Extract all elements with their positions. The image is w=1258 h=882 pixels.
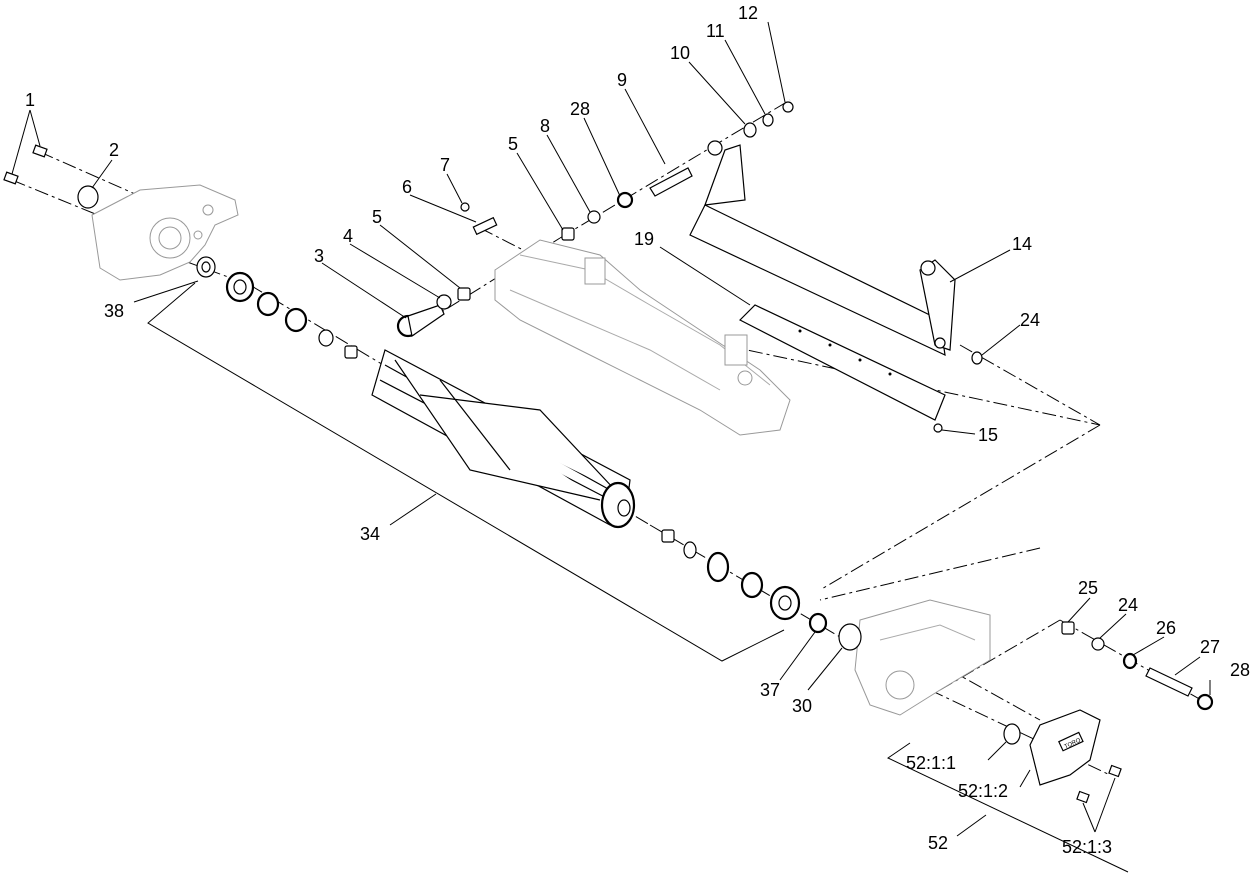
screw-7 — [460, 202, 470, 212]
callout-24b: 24 — [1118, 595, 1138, 615]
washer-10 — [743, 122, 757, 138]
callout-6: 6 — [402, 177, 412, 197]
nut-28a — [616, 191, 634, 209]
nut-28b — [1196, 693, 1214, 711]
callout-37: 37 — [760, 680, 780, 700]
bedknife-19 — [738, 304, 946, 421]
o-ring-52-1-1 — [1003, 723, 1021, 745]
washer-8 — [587, 210, 601, 224]
seal-37 — [808, 612, 828, 634]
reel-frame — [494, 239, 991, 716]
bushing-5b — [561, 227, 575, 241]
o-ring-2 — [77, 185, 99, 209]
bracket-52 — [886, 742, 1129, 873]
bedknife-bar-14 — [689, 140, 956, 357]
callout-12: 12 — [738, 3, 758, 23]
callout-3: 3 — [314, 246, 324, 266]
reel-34 — [371, 349, 636, 529]
callout-38: 38 — [104, 301, 124, 321]
callout-5b: 5 — [508, 134, 518, 154]
callout-4: 4 — [343, 226, 353, 246]
o-ring-30 — [838, 623, 862, 651]
callout-11: 11 — [706, 21, 725, 41]
washer-24a — [971, 351, 983, 365]
callout-27: 27 — [1200, 637, 1220, 657]
ring-4 — [436, 294, 452, 310]
callout-26: 26 — [1156, 618, 1176, 638]
callout-8: 8 — [540, 116, 550, 136]
callout-10: 10 — [670, 43, 690, 63]
bolt-52-1-3b — [1076, 790, 1090, 804]
callout-labels: 1 2 3 4 5 6 7 5 8 28 9 10 11 12 19 14 24… — [25, 3, 1250, 857]
cover-52: TORO — [1029, 709, 1101, 786]
right-bearing-stack — [661, 529, 862, 651]
callout-52-1-2: 52:1:2 — [958, 781, 1008, 801]
callout-9: 9 — [617, 70, 627, 90]
callout-52: 52 — [928, 833, 948, 853]
leader-lines — [11, 21, 1211, 833]
callout-7: 7 — [440, 155, 450, 175]
callout-28b: 28 — [1230, 660, 1250, 680]
bolt-52-1-3a — [1108, 764, 1122, 778]
key-6 — [472, 216, 498, 236]
callout-52-1-1: 52:1:1 — [906, 753, 956, 773]
bolts-1 — [3, 144, 48, 185]
shaft-9 — [649, 167, 693, 197]
callout-14: 14 — [1012, 234, 1032, 254]
screw-15 — [933, 423, 943, 433]
bracket-34 — [147, 282, 785, 662]
callout-34: 34 — [360, 524, 380, 544]
callout-52-1-3: 52:1:3 — [1062, 837, 1112, 857]
callout-5a: 5 — [372, 207, 382, 227]
left-bearing-stack — [196, 256, 358, 359]
spring-11 — [762, 113, 774, 127]
cap-12 — [782, 101, 794, 113]
callout-15: 15 — [978, 425, 998, 445]
bushing-5a — [457, 287, 471, 301]
shaft-27 — [1145, 667, 1193, 697]
callout-24a: 24 — [1020, 310, 1040, 330]
callout-25: 25 — [1078, 578, 1098, 598]
left-side-plate — [91, 184, 239, 281]
callout-19: 19 — [634, 229, 654, 249]
gear-shaft-3 — [396, 304, 445, 338]
bushing-25 — [1061, 621, 1075, 635]
callout-30: 30 — [792, 696, 812, 716]
washer-24b — [1091, 637, 1105, 651]
washer-26 — [1122, 652, 1138, 670]
callout-2: 2 — [109, 140, 119, 160]
callout-1: 1 — [25, 90, 35, 110]
callout-28a: 28 — [570, 99, 590, 119]
